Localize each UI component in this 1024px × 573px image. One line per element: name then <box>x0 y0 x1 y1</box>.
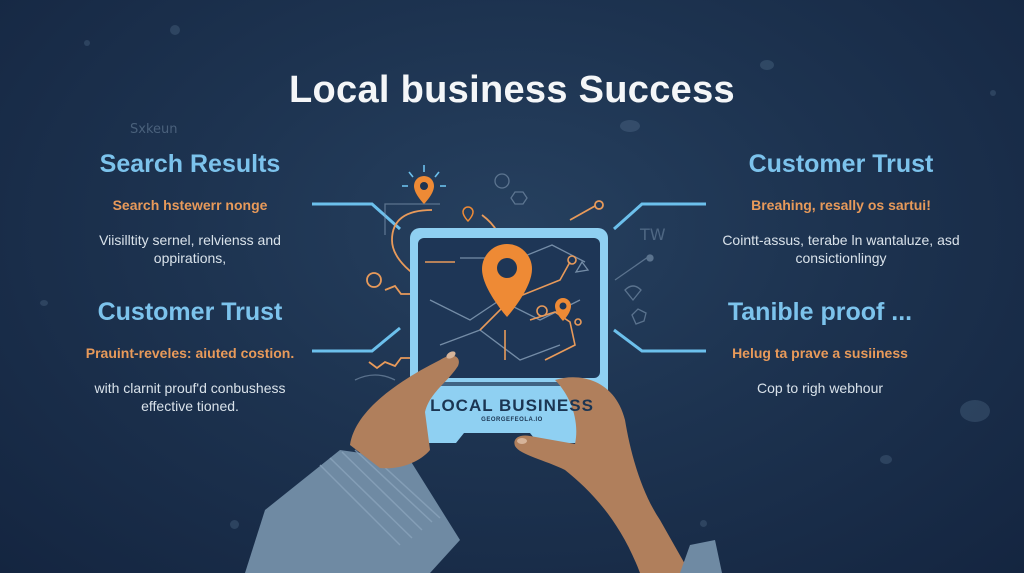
block-body-line: Cointt-assus, terabe ln wantaluze, asd <box>722 232 960 248</box>
block-body: Viisilltity sernel, relvienss and oppira… <box>70 231 310 267</box>
search-results-block: Search Results Search hstewerr nonge Vii… <box>70 150 310 267</box>
block-body: Cop to righ webhour <box>700 379 940 397</box>
block-body: Cointt-assus, terabe ln wantaluze, asd c… <box>706 231 976 267</box>
idea-rays <box>402 165 446 187</box>
customer-trust-right-block: Customer Trust Breahing, resally os sart… <box>706 150 976 267</box>
block-heading: Customer Trust <box>97 298 283 326</box>
block-body-line: consictionlingy <box>795 250 887 266</box>
block-heading: Tanible proof ... <box>727 298 913 326</box>
block-body: with clarnit prouf'd conbushess effectiv… <box>70 379 310 415</box>
block-subheading: Search hstewerr nonge <box>112 197 268 213</box>
block-subheading: Prauint-reveles: aiuted costion. <box>85 345 295 361</box>
block-heading: Customer Trust <box>748 150 934 178</box>
connector-lines <box>312 202 706 353</box>
block-body-line: Viisilltity sernel, relvienss and <box>99 232 281 248</box>
block-body-line: Cop to righ webhour <box>756 380 884 396</box>
device-small-text: GEORGEFEOLA.IO <box>481 417 543 423</box>
background-scribble-left: Sxkeun <box>130 122 178 137</box>
block-body-line: oppirations, <box>153 250 227 266</box>
block-body-line: effective tioned. <box>141 398 239 414</box>
customer-trust-left-block: Customer Trust Prauint-reveles: aiuted c… <box>70 298 310 415</box>
background-scribble-right: TW <box>640 225 666 244</box>
tangible-proof-block: Tanible proof ... Helug ta prave a susii… <box>700 298 940 397</box>
block-subheading: Breahing, resally os sartui! <box>751 197 931 213</box>
block-heading: Search Results <box>99 150 281 178</box>
page-title: Local business Success <box>289 69 735 112</box>
block-subheading: Helug ta prave a susiiness <box>732 345 908 361</box>
hands <box>245 351 722 573</box>
device-label: LOCAL BUSINESS <box>430 396 594 415</box>
block-body-line: with clarnit prouf'd conbushess <box>94 380 286 396</box>
location-pin-icon <box>482 244 532 317</box>
